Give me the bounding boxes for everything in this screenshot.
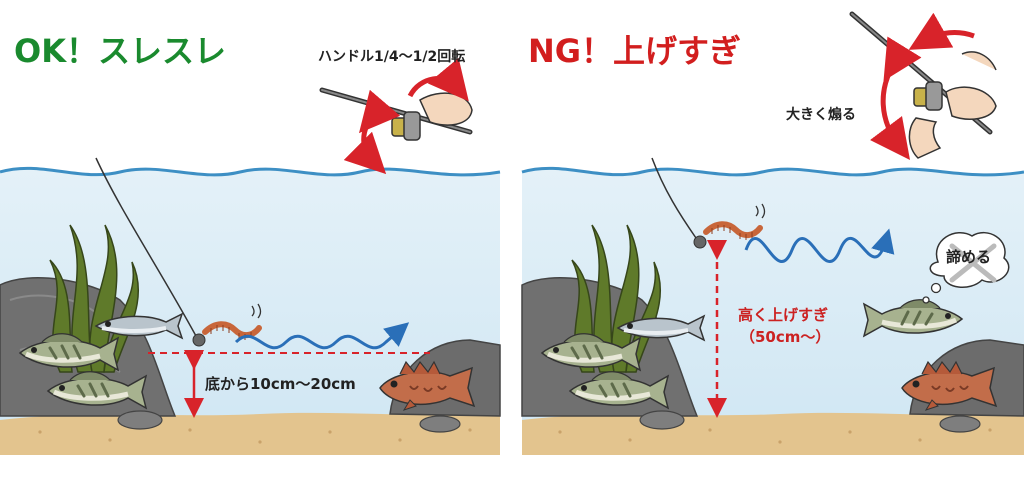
thought-label: 諦める (946, 248, 992, 266)
fishing-line (95, 157, 197, 337)
water-surface-left (0, 166, 501, 177)
handle-turn-label: ハンドル1/4〜1/2回転 (318, 49, 466, 65)
rod-reel-ng (849, 11, 997, 161)
panel-ng-title: NG！上げすぎ (528, 32, 742, 70)
hand-icon (945, 86, 997, 120)
reel-icon (391, 111, 421, 141)
thought-bubble-icon (922, 231, 1010, 304)
panel-ok-title: OK！スレスレ (14, 32, 227, 70)
panel-ng (521, 11, 1024, 456)
rod-reel-ok (319, 57, 473, 175)
panel-ok (0, 57, 501, 456)
jerk-arrow (908, 12, 975, 50)
hand-icon (908, 117, 942, 159)
reel-icon (913, 81, 943, 111)
hand-icon (961, 51, 997, 71)
big-jerk-label: 大きく煽る (786, 107, 856, 123)
lure-motion-wave (234, 322, 410, 350)
rotation-arrow (407, 57, 469, 102)
rod-swing-arrow (343, 89, 401, 175)
lure-motion-wave-ng (744, 228, 895, 263)
depth-ng-label: 高く上げすぎ (738, 306, 829, 324)
sinker-icon (693, 235, 707, 249)
depth-ng-sublabel: （50cm〜） (740, 328, 831, 346)
fishing-line-ng (651, 157, 697, 239)
sinker-icon (192, 333, 206, 347)
water-surface-right (521, 166, 1024, 177)
rod-swing-arrow-ng (870, 36, 922, 161)
cross-icon (949, 243, 997, 283)
depth-ok-label: 底から10cm〜20cm (205, 375, 356, 393)
